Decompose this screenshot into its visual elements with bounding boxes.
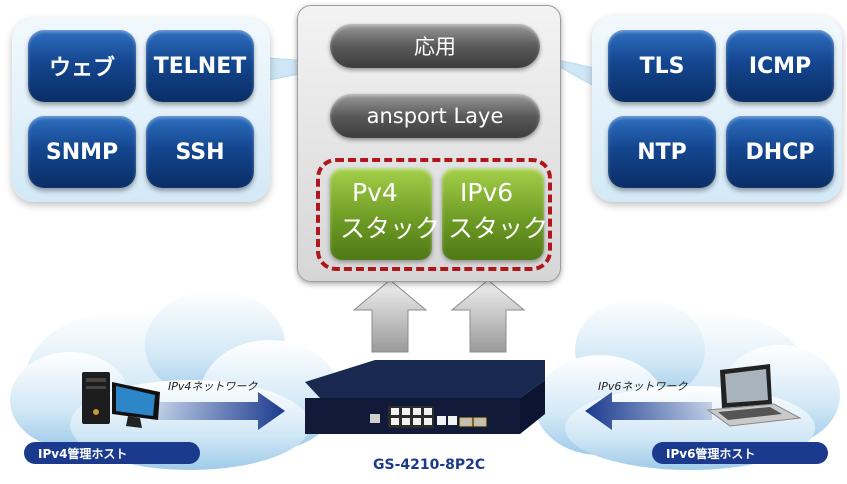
ipv4-stack-box xyxy=(330,168,432,260)
ipv6-network-arrow xyxy=(585,392,712,430)
ipv6-network-label: IPv6ネットワーク xyxy=(598,380,688,393)
icmp-protocol-button: ICMP xyxy=(726,30,834,102)
tls-protocol-button: TLS xyxy=(608,30,716,102)
ipv6-up-arrow xyxy=(450,279,526,353)
transport-layer: ansport Laye xyxy=(330,94,540,138)
application-layer: 応用 xyxy=(330,24,540,68)
switch-device xyxy=(305,360,545,434)
ipv6-stack-title: IPv6 xyxy=(460,178,514,207)
snmp-protocol-button: SNMP xyxy=(28,116,136,188)
ssh-protocol-button: SSH xyxy=(146,116,254,188)
laptop-icon xyxy=(706,364,802,427)
dhcp-protocol-button: DHCP xyxy=(726,116,834,188)
ipv4-network-label: IPv4ネットワーク xyxy=(168,380,258,393)
ipv4-stack-title: Pv4 xyxy=(352,178,398,207)
ipv4-stack-subtitle: スタック xyxy=(340,214,441,243)
ipv6-host-label: IPv6管理ホスト xyxy=(652,442,828,464)
ipv6-stack-box xyxy=(442,168,544,260)
ipv6-stack-subtitle: スタック xyxy=(448,214,549,243)
dual-stack-outline xyxy=(316,158,552,271)
desktop-pc-icon xyxy=(82,372,160,428)
switch-model-label: GS-4210-8P2C xyxy=(373,457,486,473)
ipv4-host-label: IPv4管理ホスト xyxy=(24,442,200,464)
web-protocol-button: ウェブ xyxy=(28,30,136,102)
ntp-protocol-button: NTP xyxy=(608,116,716,188)
ipv4-network-arrow xyxy=(158,392,285,430)
ipv4-up-arrow xyxy=(352,279,428,353)
telnet-protocol-button: TELNET xyxy=(146,30,254,102)
